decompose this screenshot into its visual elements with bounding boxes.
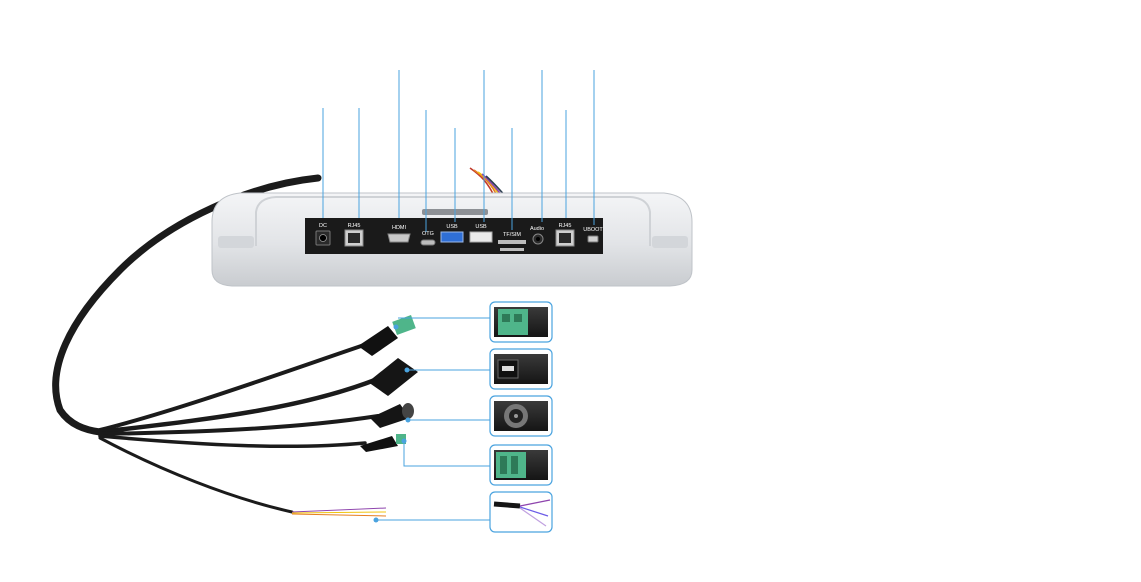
port-label-hdmi: HDMI [392, 225, 407, 231]
usb-blue-port-icon [440, 231, 464, 243]
uboot-button-icon [587, 235, 599, 243]
tf-slot-icon [500, 248, 524, 251]
thumbnail-terminal-block-small [489, 444, 553, 486]
port-label-rj45-right: RJ45 [559, 223, 572, 229]
cable-terminal-3pin [98, 341, 372, 432]
cable-harness [52, 174, 383, 514]
usb-white-port-icon [469, 231, 493, 243]
ports [315, 229, 599, 251]
connector-bare-wires [291, 507, 387, 523]
sim-slot-icon [498, 240, 526, 244]
port-label-tf-sim: TF/SIM [503, 232, 521, 238]
connector-callouts [376, 317, 490, 521]
thumbnail-bare-wires [489, 491, 553, 533]
left-foot [218, 236, 254, 248]
thumbnail-dc-jack [489, 395, 553, 437]
cable-dc-jack [98, 414, 380, 436]
thumbnail-usb-female [489, 348, 553, 390]
otg-port-icon [420, 239, 436, 246]
connector-usb-female [368, 358, 418, 396]
cable-terminal-small [98, 434, 367, 449]
port-label-dc: DC [319, 223, 327, 229]
cable-usb-female [97, 375, 383, 435]
bare-wires-icon [519, 499, 551, 527]
port-label-usb-blue: USB [446, 224, 458, 230]
port-callouts [322, 70, 595, 232]
port-label-otg: OTG [422, 231, 434, 237]
cable-bare-wires [98, 436, 294, 514]
connector-terminal-small [360, 434, 407, 452]
port-label-usb-white: USB [475, 224, 487, 230]
connector-dc-jack [370, 403, 414, 428]
port-label-rj45-left: RJ45 [348, 223, 361, 229]
right-foot [652, 236, 688, 248]
connector-terminal-3pin [358, 315, 416, 356]
thumbnail-terminal-block [489, 301, 553, 343]
port-label-uboot: UBOOT [583, 227, 603, 233]
callout-terminal-small [403, 441, 490, 467]
hdmi-port-icon [387, 233, 411, 243]
port-label-audio: Audio [530, 226, 544, 232]
